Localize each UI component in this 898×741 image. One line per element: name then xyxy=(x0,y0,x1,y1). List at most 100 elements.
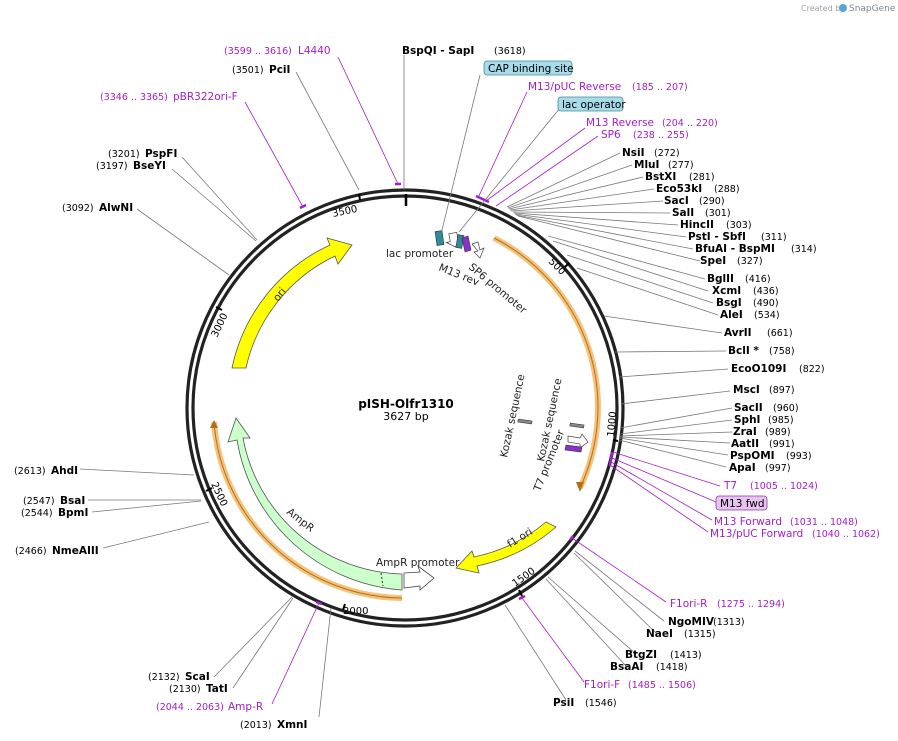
m13-fwd-feature[interactable] xyxy=(564,444,583,453)
enzyme-saci[interactable]: SacI xyxy=(664,195,689,207)
enzyme-bfuai-bspmi[interactable]: BfuAI - BspMI xyxy=(695,243,775,255)
enzyme-ngomiv-pos: (1313) xyxy=(713,617,745,628)
enzyme-psti-sbfi-pos: (311) xyxy=(761,232,787,243)
enzyme-naei[interactable]: NaeI xyxy=(646,628,673,640)
enzyme-ecoo109i-pos: (822) xyxy=(799,364,825,375)
enzyme-xcmi[interactable]: XcmI xyxy=(712,285,741,297)
primer-l4440[interactable]: L4440 xyxy=(298,45,331,57)
t7-promoter-feature[interactable] xyxy=(567,433,589,449)
enzyme-hincii-pos: (303) xyxy=(726,220,752,231)
enzyme-apai[interactable]: ApaI xyxy=(729,462,756,474)
enzyme-bseyi[interactable]: BseYI xyxy=(133,160,166,172)
enzyme-alwni[interactable]: AlwNI xyxy=(99,202,133,214)
enzyme-sphi[interactable]: SphI xyxy=(734,414,760,426)
tick-label-2000: 2000 xyxy=(343,606,368,617)
primer-m13-reverse[interactable]: M13 Reverse xyxy=(586,117,654,129)
enzyme-hincii[interactable]: HincII xyxy=(680,219,714,231)
lac-operator-box[interactable] xyxy=(557,96,624,112)
ampr-promoter-feature[interactable] xyxy=(403,564,435,591)
enzyme-bpmi[interactable]: BpmI xyxy=(58,507,88,519)
primer-amp-r-pos: (2044 .. 2063) xyxy=(156,702,224,713)
enzyme-xmni[interactable]: XmnI xyxy=(277,719,307,731)
tick-3000 xyxy=(215,306,223,311)
enzyme-mlui[interactable]: MluI xyxy=(634,159,659,171)
enzyme-bspqi-sapi[interactable]: BspQI - SapI xyxy=(402,45,474,57)
primer-m13-forward[interactable]: M13 Forward xyxy=(714,516,782,528)
leader-apai xyxy=(618,439,727,468)
leader-bstxi xyxy=(508,176,644,210)
leader-alei xyxy=(576,267,719,316)
cap-binding-site-label: CAP binding site xyxy=(488,63,574,75)
enzyme-scai[interactable]: ScaI xyxy=(185,671,210,683)
enzyme-bsgi[interactable]: BsgI xyxy=(716,297,742,309)
enzyme-bsai[interactable]: BsaI xyxy=(60,495,85,507)
cap-binding-site-box[interactable] xyxy=(483,60,573,76)
leader-m13-reverse xyxy=(485,127,586,202)
enzyme-eco53ki[interactable]: Eco53kI xyxy=(656,183,702,195)
enzyme-msci[interactable]: MscI xyxy=(733,384,760,396)
enzyme-xcmi-pos: (436) xyxy=(753,286,779,297)
enzyme-zrai[interactable]: ZraI xyxy=(733,426,757,438)
sp6-promoter-feature[interactable] xyxy=(471,241,485,259)
enzyme-saci-pos: (290) xyxy=(699,196,725,207)
f1-ori-feature[interactable] xyxy=(455,521,557,574)
enzyme-bglii[interactable]: BglII xyxy=(707,273,734,285)
ori-feature[interactable] xyxy=(231,237,353,369)
enzyme-psii[interactable]: PsiI xyxy=(553,697,574,709)
enzyme-alei[interactable]: AleI xyxy=(720,309,743,321)
enzyme-spei[interactable]: SpeI xyxy=(700,255,726,267)
enzyme-nsii[interactable]: NsiI xyxy=(622,147,645,159)
kozak-label-1: Kozak sequence xyxy=(498,373,527,458)
leader-pspfi xyxy=(181,156,258,241)
kozak-feature-2[interactable] xyxy=(569,422,585,429)
enzyme-avrii[interactable]: AvrII xyxy=(724,327,752,339)
enzyme-tati[interactable]: TatI xyxy=(206,683,228,695)
enzyme-nsii-pos: (272) xyxy=(654,148,680,159)
enzyme-bpmi-pos: (2544) xyxy=(21,508,53,519)
leader-psii xyxy=(504,604,567,701)
cap-binding-site-feature[interactable] xyxy=(434,230,445,246)
primer-sp6[interactable]: SP6 xyxy=(601,129,621,141)
leader-bcli xyxy=(614,350,727,353)
enzyme-bsai-pos: (2547) xyxy=(23,496,55,507)
kozak-feature-1[interactable] xyxy=(517,418,533,425)
enzyme-bcli[interactable]: BclI * xyxy=(728,345,759,357)
primer-m13puc-fwd[interactable]: M13/pUC Forward xyxy=(710,528,803,540)
primer-amp-r[interactable]: Amp-R xyxy=(228,701,263,713)
leader-cap xyxy=(441,74,481,231)
ampr-feature[interactable] xyxy=(227,417,403,591)
enzyme-ahdi[interactable]: AhdI xyxy=(51,465,78,477)
enzyme-ahdi-pos: (2613) xyxy=(14,466,46,477)
m13-rev-feature[interactable] xyxy=(461,235,472,253)
leader-ngomiv xyxy=(574,550,665,622)
enzyme-psti-sbfi[interactable]: PstI - SbfI xyxy=(688,231,746,243)
primer-t7[interactable]: T7 xyxy=(723,480,737,492)
enzyme-pspomi[interactable]: PspOMI xyxy=(730,450,775,462)
enzyme-sacii[interactable]: SacII xyxy=(734,402,763,414)
enzyme-sali[interactable]: SalI xyxy=(672,207,694,219)
enzyme-sacii-pos: (960) xyxy=(773,403,799,414)
enzyme-btgzi[interactable]: BtgZI xyxy=(625,649,657,661)
enzyme-bstxi[interactable]: BstXI xyxy=(645,171,676,183)
enzyme-naei-pos: (1315) xyxy=(684,629,716,640)
enzyme-pspfi[interactable]: PspFI xyxy=(145,148,177,160)
leader-ahdi xyxy=(79,468,195,476)
enzyme-bsaai[interactable]: BsaAI xyxy=(610,661,643,673)
primer-pbr322[interactable]: pBR322ori-F xyxy=(173,91,238,103)
primer-f1ori-r[interactable]: F1ori-R xyxy=(670,598,707,610)
primer-f1ori-f[interactable]: F1ori-F xyxy=(584,679,620,691)
leader-spei xyxy=(517,215,701,262)
primer-m13puc-rev[interactable]: M13/pUC Reverse xyxy=(528,81,621,93)
enzyme-aatii[interactable]: AatII xyxy=(731,438,759,450)
leader-bsgi xyxy=(566,254,714,304)
m13-fwd-box[interactable] xyxy=(715,495,768,511)
enzyme-nmeaiii-pos: (2466) xyxy=(15,546,47,557)
enzyme-ngomiv[interactable]: NgoMIV xyxy=(668,616,715,628)
enzyme-pspomi-pos: (993) xyxy=(786,451,812,462)
primer-m13puc-rev-pos: (185 .. 207) xyxy=(632,82,688,93)
enzyme-ecoo109i[interactable]: EcoO109I xyxy=(731,363,786,375)
enzyme-nmeaiii[interactable]: NmeAIII xyxy=(52,545,99,557)
enzyme-pcii[interactable]: PciI xyxy=(269,64,290,76)
plasmid-length: 3627 bp xyxy=(383,410,428,423)
enzyme-btgzi-pos: (1413) xyxy=(670,650,702,661)
